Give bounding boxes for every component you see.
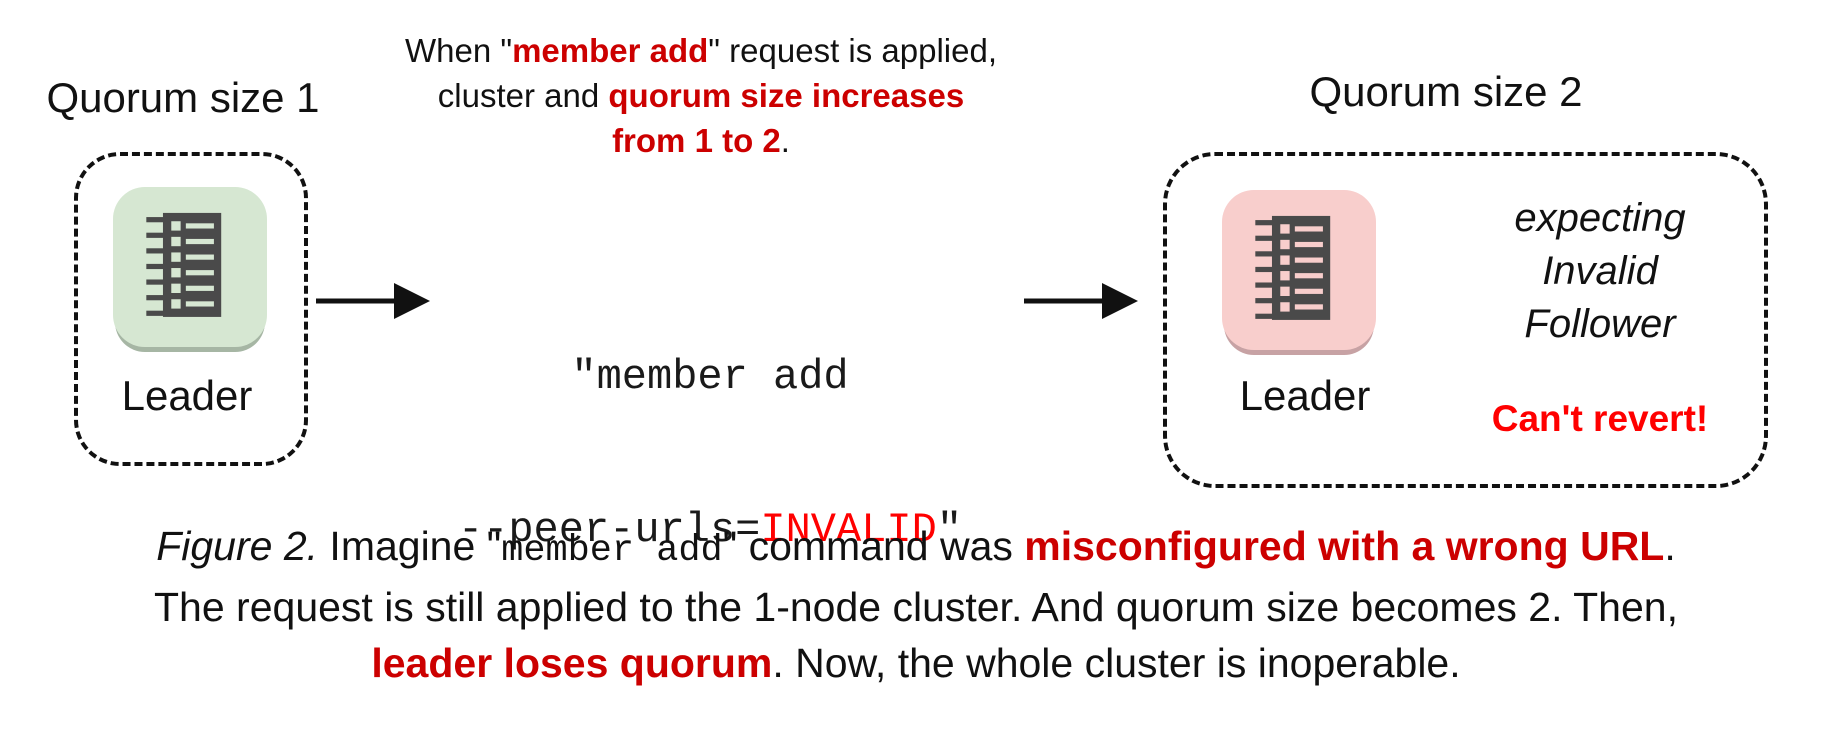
expectation-line: Follower	[1524, 302, 1676, 346]
cluster-box-left	[74, 152, 308, 466]
leader-node-pink	[1222, 190, 1376, 350]
note-red-quorum-increase: quorum size increases	[608, 77, 965, 114]
caption-line-2: The request is still applied to the 1-no…	[154, 584, 1678, 630]
expectation-line: expecting	[1514, 196, 1686, 240]
leader-node-green	[113, 187, 267, 347]
note-text: " request is applied,	[708, 32, 998, 69]
note-line-3: from 1 to 2.	[356, 118, 1046, 163]
caption-text: . Now, the whole cluster is inoperable.	[772, 640, 1461, 686]
caption-text: " command was	[722, 523, 1025, 569]
caption-text: .	[1664, 523, 1676, 569]
quorum-size-1-title: Quorum size 1	[46, 74, 320, 121]
command-text: "	[936, 506, 963, 554]
quorum-size-2-title: Quorum size 2	[1309, 68, 1583, 115]
note-text: cluster and	[437, 77, 609, 114]
note-red-member-add: member add	[512, 32, 709, 69]
caption-line-3: leader loses quorum. Now, the whole clus…	[40, 635, 1792, 691]
caption-red-leader-loses-quorum: leader loses quorum	[371, 640, 773, 686]
cant-revert-warning: Can't revert!	[1491, 398, 1709, 439]
note-text: .	[780, 122, 790, 159]
command-text: --peer-urls=	[457, 506, 761, 554]
command-line-1: "member add	[571, 353, 849, 401]
member-add-command: "member add --peer-urls=INVALID"	[420, 250, 1000, 658]
note-text: When "	[404, 32, 513, 69]
expectation-text: expecting Invalid Follower	[1430, 192, 1770, 351]
leader-label-right: Leader	[1239, 372, 1371, 419]
caption-red-misconfigured: misconfigured with a wrong URL	[1024, 523, 1665, 569]
caption-line-1: Figure 2. Imagine "member add" command w…	[40, 518, 1792, 579]
cluster-box-right	[1163, 152, 1768, 488]
figure-caption: Figure 2. Imagine "member add" command w…	[40, 518, 1792, 691]
caption-code-member-add: member add	[501, 530, 723, 572]
command-invalid-value: INVALID	[760, 506, 937, 554]
ledger-icon	[1255, 215, 1331, 320]
note-line-2: cluster and quorum size increases	[356, 73, 1046, 118]
caption-text: Imagine "	[318, 523, 502, 569]
ledger-icon	[146, 212, 222, 317]
expectation-line: Invalid	[1542, 249, 1658, 293]
member-add-note: When "member add" request is applied, cl…	[356, 28, 1046, 163]
figure-label: Figure 2.	[156, 523, 319, 569]
command-line-2: --peer-urls=INVALID"	[420, 505, 1000, 556]
note-line-1: When "member add" request is applied,	[356, 28, 1046, 73]
arrow-right-icon	[316, 279, 430, 323]
arrow-right-icon	[1024, 279, 1138, 323]
note-red-from-1-to-2: from 1 to 2	[612, 122, 781, 159]
leader-label-left: Leader	[121, 372, 253, 419]
